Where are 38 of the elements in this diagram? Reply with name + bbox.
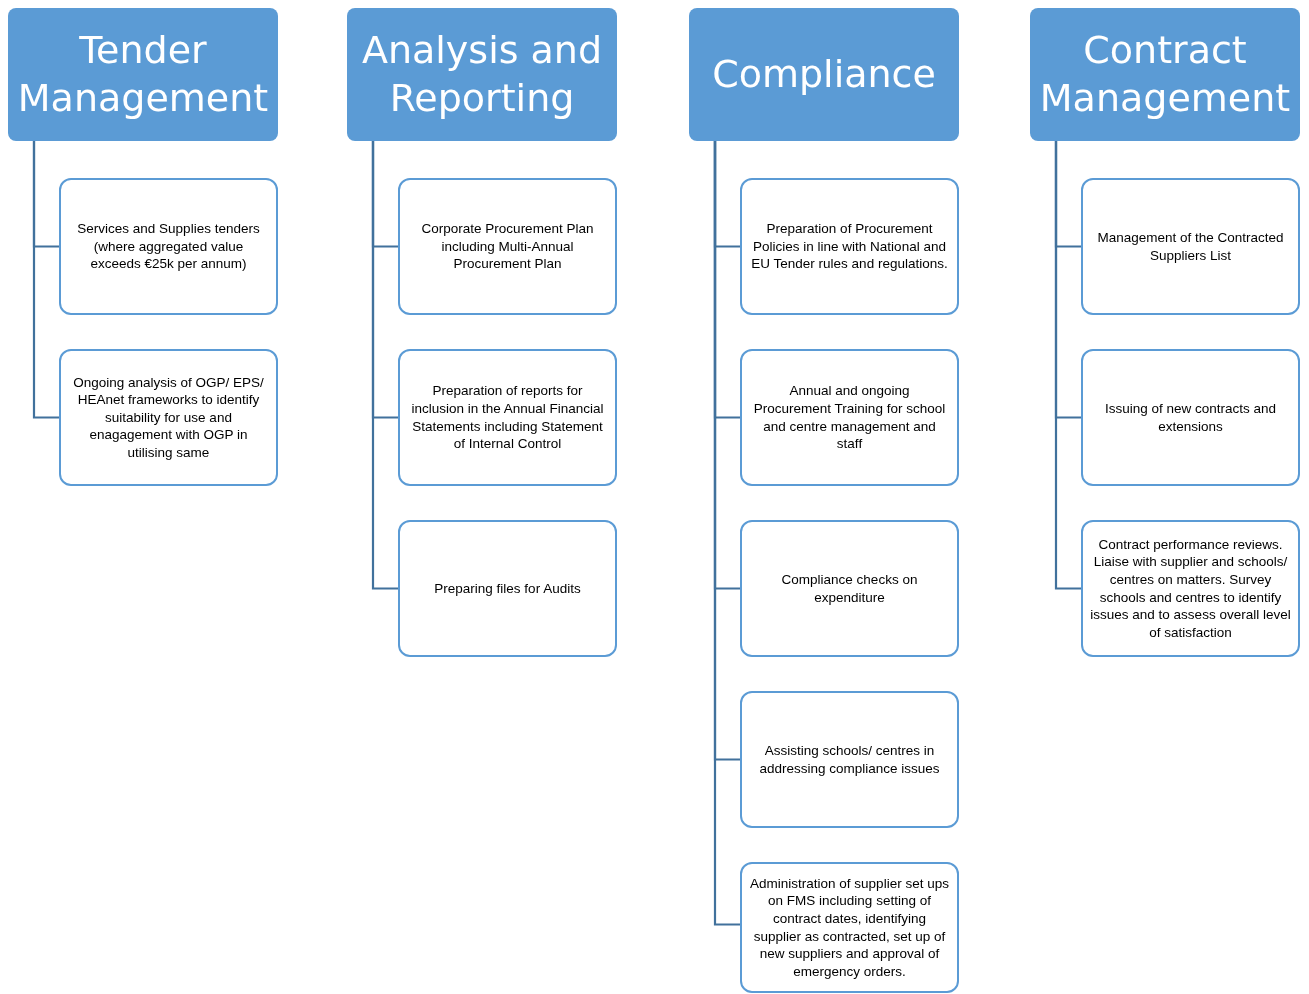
connector-line (713, 141, 740, 926)
task-box (398, 178, 617, 315)
box-text: Management of the Contracted Suppliers List (1096, 228, 1285, 265)
box-text: Ongoing analysis of OGP/ EPS/ HEAnet frameworks to identify suitability for use and enagagement with OGP in utilising same (72, 373, 265, 462)
task-box (740, 691, 959, 828)
connector-line (371, 141, 398, 590)
box-text: Corporate Procurement Plan including Multi-Annual Procurement Plan (420, 220, 595, 273)
box-text: Preparation of Procurement Policies in line with National and EU Tender rules and regulations. (750, 220, 949, 273)
box-text: Compliance (712, 50, 936, 98)
task-box (1081, 520, 1300, 657)
task-box (59, 178, 278, 315)
category-header (347, 8, 617, 141)
box-text: Analysis and Reporting (360, 27, 604, 122)
connector-line (1054, 141, 1081, 590)
task-box (1081, 178, 1300, 315)
box-text: Administration of supplier set ups on FMS including setting of contract dates, identifying supplier as contracted, set up of new suppliers and approval of emergency orders. (749, 874, 950, 981)
box-text: Contract Management (1038, 27, 1292, 122)
category-header (8, 8, 278, 141)
box-text: Preparing files for Audits (434, 579, 581, 598)
box-text: Assisting schools/ centres in addressing compliance issues (758, 741, 941, 778)
task-box (398, 349, 617, 486)
category-header (1030, 8, 1300, 141)
task-box (740, 520, 959, 657)
box-text: Preparation of reports for inclusion in the Annual Financial Statements including Statement of Internal Control (410, 382, 605, 453)
task-box (740, 349, 959, 486)
box-text: Tender Management (16, 27, 270, 122)
connector-line (32, 141, 59, 419)
category-header (689, 8, 959, 141)
box-text: Issuing of new contracts and extensions (1103, 399, 1278, 436)
box-text: Contract performance reviews. Liaise with supplier and schools/ centres on matters. Survey schools and centres to identify issues and to assess overall level of satisfaction (1090, 535, 1291, 642)
task-box (59, 349, 278, 486)
task-box (740, 862, 959, 993)
task-box (740, 178, 959, 315)
box-text: Annual and ongoing Procurement Training for school and centre management and staff (752, 382, 947, 453)
box-text: Compliance checks on expenditure (780, 570, 919, 607)
task-box (1081, 349, 1300, 486)
task-box (398, 520, 617, 657)
box-text: Services and Supplies tenders (where aggregated value exceeds €25k per annum) (76, 220, 261, 273)
